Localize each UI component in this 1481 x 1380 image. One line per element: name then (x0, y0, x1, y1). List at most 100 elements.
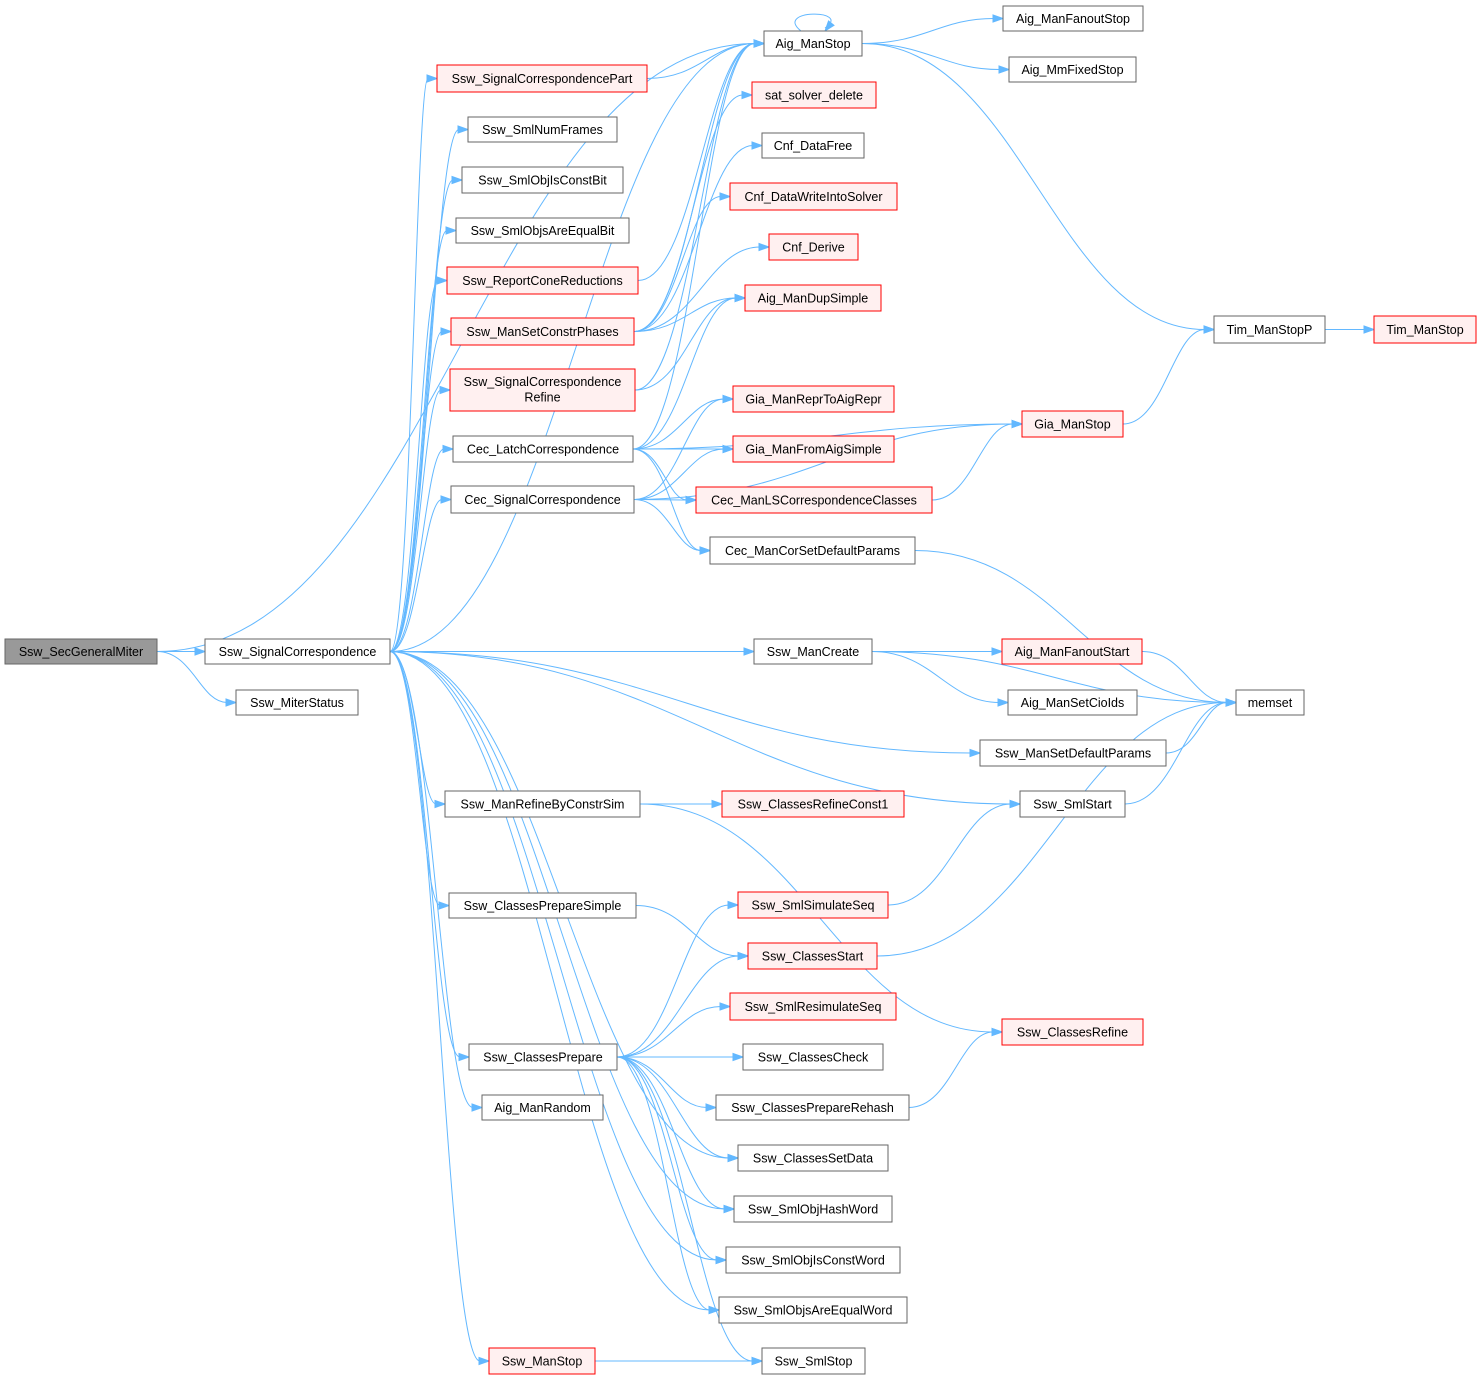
node-aig-man-set-cio-ids[interactable]: Aig_ManSetCioIds (1007, 689, 1138, 716)
edge-classes-prepare-to-classes-set-data (616, 1056, 740, 1163)
node-label: Ssw_SmlStart (1033, 797, 1112, 811)
node-cnf-data-free[interactable]: Cnf_DataFree (761, 132, 865, 159)
node-label: Cec_ManLSCorrespondenceClasses (711, 493, 917, 507)
node-classes-prepare-simple[interactable]: Ssw_ClassesPrepareSimple (448, 892, 637, 919)
node-box (444, 790, 641, 818)
node-cec-man-ls-correspondence-classes[interactable]: Cec_ManLSCorrespondenceClasses (695, 486, 933, 514)
node-sml-resimulate-seq[interactable]: Ssw_SmlResimulateSeq (729, 992, 897, 1021)
node-aig-man-fanout-stop[interactable]: Aig_ManFanoutStop (1002, 5, 1144, 32)
node-aig-mm-fixed-stop[interactable]: Aig_MmFixedStop (1008, 56, 1137, 83)
call-edges (156, 13, 1376, 1366)
node-sec-general-miter[interactable]: Ssw_SecGeneralMiter (4, 638, 158, 665)
edge-signal-correspondence-to-aig-man-random (389, 651, 484, 1112)
node-tim-man-stop[interactable]: Tim_ManStop (1373, 315, 1477, 344)
edge-man-set-constr-phases-to-sat-solver-delete (633, 90, 754, 332)
node-cnf-derive[interactable]: Cnf_Derive (768, 233, 859, 261)
node-sml-objs-are-equal-word[interactable]: Ssw_SmlObjsAreEqualWord (718, 1296, 908, 1324)
node-box (1235, 689, 1305, 716)
node-box (481, 1094, 604, 1121)
node-cec-man-cor-set-default-params[interactable]: Cec_ManCorSetDefaultParams (709, 536, 916, 565)
node-memset[interactable]: memset (1235, 689, 1305, 716)
node-label: Ssw_ManSetDefaultParams (995, 746, 1151, 760)
node-box (732, 385, 895, 413)
node-aig-man-random[interactable]: Aig_ManRandom (481, 1094, 604, 1121)
node-miter-status[interactable]: Ssw_MiterStatus (235, 689, 359, 716)
node-cec-signal-correspondence[interactable]: Cec_SignalCorrespondence (450, 485, 635, 514)
node-classes-set-data[interactable]: Ssw_ClassesSetData (737, 1144, 889, 1172)
node-sml-objs-are-equal-bit[interactable]: Ssw_SmlObjsAreEqualBit (455, 217, 630, 244)
node-signal-correspondence[interactable]: Ssw_SignalCorrespondence (204, 638, 391, 665)
node-gia-man-repr-to-aig-repr[interactable]: Gia_ManReprToAigRepr (732, 385, 895, 413)
node-report-cone-reductions[interactable]: Ssw_ReportConeReductions (446, 266, 639, 295)
edge-sec-general-miter-to-miter-status (156, 651, 238, 707)
edge-man-set-constr-phases-to-cnf-data-write-into-solver (633, 192, 732, 332)
node-sml-num-frames[interactable]: Ssw_SmlNumFrames (467, 116, 618, 143)
node-man-set-constr-phases[interactable]: Ssw_ManSetConstrPhases (450, 317, 635, 346)
node-box (1373, 315, 1477, 344)
node-label: Ssw_ManSetConstrPhases (466, 325, 618, 339)
node-sml-obj-is-const-bit[interactable]: Ssw_SmlObjIsConstBit (461, 166, 624, 194)
node-label: Ssw_MiterStatus (250, 696, 344, 710)
node-signal-correspondence-part[interactable]: Ssw_SignalCorrespondencePart (436, 64, 648, 93)
edge-classes-prepare-rehash-to-classes-refine (908, 1027, 1004, 1108)
node-classes-check[interactable]: Ssw_ClassesCheck (742, 1043, 884, 1071)
edge-cec-latch-correspondence-to-aig-man-stop (632, 39, 766, 450)
node-label-line2: Refine (524, 390, 560, 404)
node-box (732, 435, 895, 463)
node-classes-start[interactable]: Ssw_ClassesStart (747, 942, 878, 970)
node-classes-prepare-rehash[interactable]: Ssw_ClassesPrepareRehash (715, 1094, 910, 1121)
edge-classes-prepare-to-sml-simulate-seq (616, 900, 740, 1058)
node-sat-solver-delete[interactable]: sat_solver_delete (751, 81, 877, 109)
node-cec-latch-correspondence[interactable]: Cec_LatchCorrespondence (452, 435, 634, 463)
node-label: Ssw_ClassesSetData (753, 1151, 873, 1165)
node-sml-stop[interactable]: Ssw_SmlStop (761, 1347, 866, 1375)
node-label: Gia_ManReprToAigRepr (745, 392, 881, 406)
node-box (488, 1347, 596, 1375)
node-sml-start[interactable]: Ssw_SmlStart (1019, 790, 1126, 818)
node-classes-refine-const1[interactable]: Ssw_ClassesRefineConst1 (721, 790, 905, 818)
node-aig-man-fanout-start[interactable]: Aig_ManFanoutStart (1001, 638, 1143, 665)
node-box (729, 992, 897, 1021)
node-label: Ssw_ClassesRefine (1017, 1025, 1128, 1039)
node-cnf-data-write-into-solver[interactable]: Cnf_DataWriteIntoSolver (729, 182, 898, 211)
node-gia-man-from-aig-simple[interactable]: Gia_ManFromAigSimple (732, 435, 895, 463)
node-label: Ssw_ManStop (502, 1354, 583, 1368)
node-classes-prepare[interactable]: Ssw_ClassesPrepare (468, 1043, 618, 1071)
node-label: Ssw_SignalCorrespondence (219, 645, 377, 659)
node-label: Ssw_ManCreate (767, 645, 859, 659)
node-sml-obj-hash-word[interactable]: Ssw_SmlObjHashWord (733, 1195, 893, 1223)
edge-cec-latch-correspondence-to-cec-man-ls-correspondence-classes (632, 448, 698, 505)
edge-signal-correspondence-to-sml-objs-are-equal-bit (389, 226, 458, 652)
edge-signal-correspondence-to-signal-correspondence-refine (389, 385, 452, 652)
node-box (1213, 315, 1326, 344)
edge-classes-prepare-to-classes-start (616, 951, 750, 1058)
edge-classes-start-to-memset (876, 698, 1238, 957)
node-classes-refine[interactable]: Ssw_ClassesRefine (1001, 1018, 1144, 1046)
node-man-create[interactable]: Ssw_ManCreate (753, 638, 873, 665)
node-man-stop[interactable]: Ssw_ManStop (488, 1347, 596, 1375)
node-man-set-default-params[interactable]: Ssw_ManSetDefaultParams (979, 739, 1167, 767)
node-box (467, 116, 618, 143)
edge-classes-prepare-simple-to-classes-start (635, 905, 750, 961)
node-sml-obj-is-const-word[interactable]: Ssw_SmlObjIsConstWord (725, 1246, 901, 1274)
node-label: Cnf_DataWriteIntoSolver (744, 190, 882, 204)
node-man-refine-by-constr-sim[interactable]: Ssw_ManRefineByConstrSim (444, 790, 641, 818)
edge-signal-correspondence-to-sml-objs-are-equal-word (389, 651, 721, 1315)
edge-man-set-constr-phases-to-cnf-derive (633, 242, 771, 332)
node-box (449, 368, 636, 412)
node-box (452, 435, 634, 463)
node-aig-man-dup-simple[interactable]: Aig_ManDupSimple (744, 284, 882, 312)
edge-signal-correspondence-to-classes-prepare (389, 651, 471, 1062)
node-label: Aig_ManFanoutStop (1016, 12, 1130, 26)
edge-signal-correspondence-to-sml-start (389, 651, 1022, 809)
node-aig-man-stop[interactable]: Aig_ManStop (763, 30, 863, 57)
node-tim-man-stop-p[interactable]: Tim_ManStopP (1213, 315, 1326, 344)
node-box (715, 1094, 910, 1121)
node-gia-man-stop[interactable]: Gia_ManStop (1021, 410, 1124, 438)
node-label: Ssw_SmlObjsAreEqualWord (734, 1303, 893, 1317)
node-box (1019, 790, 1126, 818)
edge-tim-man-stop-p-to-tim-man-stop (1324, 325, 1376, 334)
node-label: Cec_LatchCorrespondence (467, 442, 619, 456)
node-sml-simulate-seq[interactable]: Ssw_SmlSimulateSeq (737, 891, 889, 919)
